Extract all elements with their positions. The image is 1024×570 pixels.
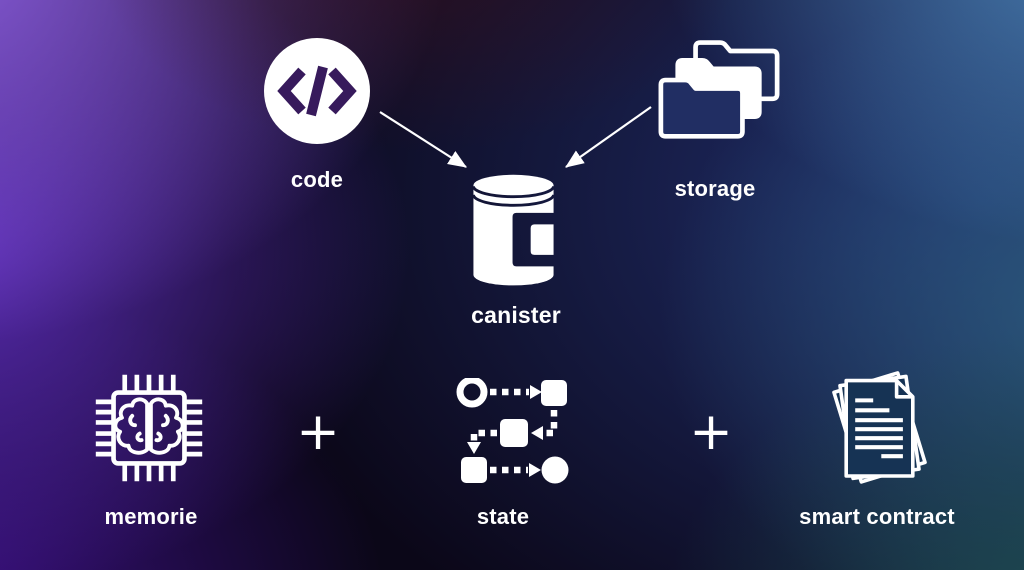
code-label: code bbox=[290, 167, 344, 192]
memorie-label: memorie bbox=[104, 504, 198, 529]
smart-contract-label: smart contract bbox=[799, 504, 955, 529]
canister-label: canister bbox=[471, 302, 561, 328]
smart-contract-icon bbox=[832, 371, 927, 484]
plus-icon: + bbox=[689, 402, 733, 462]
storage-label: storage bbox=[674, 176, 756, 201]
memory-chip-icon bbox=[95, 374, 203, 482]
state-label: state bbox=[476, 504, 530, 529]
arrow-code-to-canister bbox=[379, 111, 467, 168]
plus-icon: + bbox=[296, 402, 340, 462]
storage-icon bbox=[658, 40, 780, 139]
state-flowchart-icon bbox=[456, 378, 569, 484]
canister-icon bbox=[461, 170, 566, 294]
arrow-storage-to-canister bbox=[565, 106, 652, 168]
code-icon bbox=[264, 38, 370, 144]
